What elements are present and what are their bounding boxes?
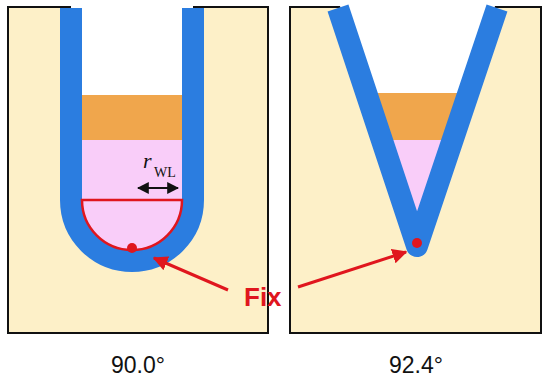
v-channel-wall (338, 8, 497, 246)
panel-ground (8, 7, 268, 333)
u-channel-fill (60, 6, 210, 280)
angle-label: 92.4° (389, 354, 443, 377)
fix-point (127, 243, 137, 253)
spherical-cap (82, 200, 182, 250)
radius-arrow (138, 187, 178, 189)
v-channel-fill (330, 6, 510, 250)
fix-point (412, 238, 422, 248)
fix-arrow (298, 252, 406, 287)
fix-label: Fix (244, 284, 282, 310)
radius-subscript: WL (154, 166, 176, 180)
panel-ground (290, 7, 541, 333)
angle-label: 90.0° (111, 354, 165, 377)
fix-arrow (154, 258, 228, 290)
radius-symbol: r (143, 150, 152, 172)
u-channel-wall (71, 8, 193, 261)
